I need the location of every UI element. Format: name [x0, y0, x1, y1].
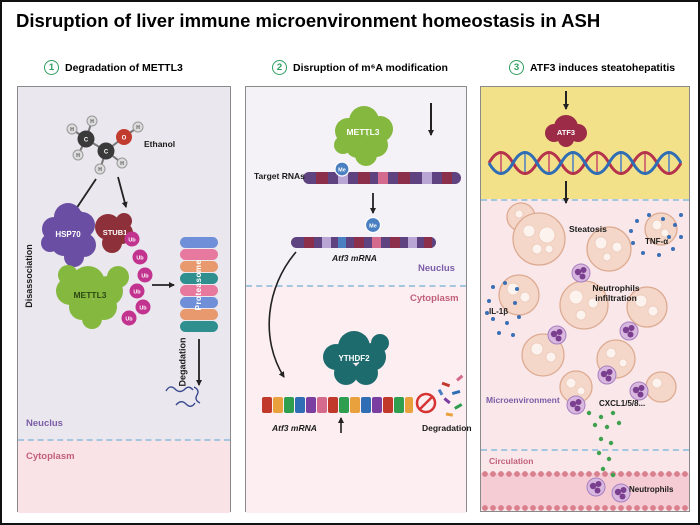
proteasome-icon: Proteasome — [180, 237, 218, 332]
il-1beta-dots — [485, 281, 521, 337]
me-badge: Me — [364, 216, 382, 234]
atom-label-h: H — [90, 119, 94, 125]
il-1beta-label: IL-1β — [489, 307, 509, 316]
vessel-wall-bottom — [481, 505, 689, 511]
ythdf2-protein: YTHDF2 — [323, 331, 389, 385]
cytoplasm-label: Cytoplasm — [26, 451, 75, 462]
atom-label-h: H — [136, 125, 140, 131]
ethanol-molecule-icon: H H H H H H C C O — [66, 115, 144, 175]
lipid-droplets — [506, 209, 670, 396]
me-label: Me — [338, 168, 346, 174]
circulation-label: Circulation — [489, 456, 534, 466]
export-curved-arrow — [268, 251, 297, 378]
ub-badge: Ub — [128, 238, 136, 244]
neutrophils-infiltration-label: Neutrophils infiltration — [576, 283, 656, 303]
atom-label-o: O — [122, 136, 127, 142]
mettl3-label: METTL3 — [346, 127, 379, 137]
ub-badge: Ub — [125, 317, 133, 323]
ub-badge: Ub — [133, 290, 141, 296]
atf3-mrna-bar-nucleus — [291, 237, 436, 248]
ubiquitin-chain: Ub Ub Ub Ub Ub Ub — [121, 231, 153, 326]
carbon-atoms: C C — [77, 130, 115, 160]
steatosis-label: Steatosis — [569, 224, 607, 234]
ub-badge: Ub — [141, 274, 149, 280]
mettl3-protein: METTL3 — [334, 106, 393, 166]
panel2-number-badge: 2 — [272, 60, 287, 75]
hsp70-protein: HSP70 — [41, 203, 96, 267]
panel1-nuclear-membrane — [18, 439, 230, 441]
stub1-protein: STUB1 — [95, 213, 133, 253]
panel3-header: 3 ATF3 induces steatohepatitis — [509, 60, 675, 75]
degradation-label: Degradation — [422, 423, 472, 433]
blood-vessel — [481, 471, 689, 511]
ub-badge: Ub — [139, 306, 147, 312]
cxcl-dots — [586, 410, 622, 478]
disassociation-label: Disassociation — [23, 244, 34, 308]
panel3-nucleus-yellow-region — [481, 87, 689, 199]
me-label: Me — [369, 224, 377, 230]
nucleus-label: Neuclus — [26, 418, 63, 429]
hydrogen-atoms: H H H H H H — [66, 115, 144, 175]
ethanol-label: Ethanol — [144, 139, 176, 149]
panel2-disruption-of-m6a: METTL3 Me Me — [245, 86, 472, 513]
panel3-illustration: ATF3 — [485, 91, 683, 503]
panel3-lower-membrane — [481, 449, 689, 451]
vessel-wall-top — [481, 471, 689, 477]
panel1-heading: Degradation of METTL3 — [65, 61, 183, 74]
panel1-number-badge: 1 — [44, 60, 59, 75]
atom-label-h: H — [120, 161, 124, 167]
dna-helix-icon — [487, 151, 683, 175]
figure-title: Disruption of liver immune microenvironm… — [16, 10, 601, 31]
prohibition-icon — [415, 392, 437, 414]
mettl3-label: METTL3 — [73, 290, 106, 300]
stub1-label: STUB1 — [103, 228, 128, 237]
neutrophils-label: Neutrophils — [629, 485, 674, 494]
panel1-degradation-of-mettl3: H H H H H H C C O — [17, 86, 231, 513]
atf3-label: ATF3 — [557, 128, 575, 137]
oxygen-atom: O — [116, 129, 132, 145]
hsp70-label: HSP70 — [55, 230, 81, 239]
target-rna-bar — [303, 172, 461, 184]
panel2-header: 2 Disruption of m⁶A modification — [272, 60, 448, 75]
tnf-alpha-dots — [629, 213, 683, 257]
microenvironment-label: Microenvironment — [486, 395, 560, 405]
panel1-header: 1 Degradation of METTL3 — [44, 60, 183, 75]
cxcl-label: CXCL1/5/8... — [599, 399, 646, 408]
neutrophils-infiltration-line2: infiltration — [595, 293, 637, 304]
atom-label-c: C — [84, 138, 89, 144]
atom-label-c: C — [104, 150, 109, 156]
proteasome-label: Proteasome — [194, 260, 203, 311]
neutrophils-infiltration-line1: Neutrophils — [592, 283, 640, 293]
atom-label-h: H — [70, 127, 74, 133]
atom-label-h: H — [76, 153, 80, 159]
nucleus-label: Neuclus — [418, 263, 455, 274]
down-arrow — [117, 176, 128, 208]
panel2-illustration: METTL3 Me Me — [262, 103, 464, 433]
atf3-mrna-bar-cytoplasm — [262, 397, 413, 413]
ub-badge: Ub — [136, 256, 144, 262]
panel3-atf3-steatohepatitis: ATF3 — [480, 86, 690, 512]
me-badge: Me — [334, 161, 350, 177]
atf3-protein: ATF3 — [545, 115, 587, 147]
panel3-number-badge: 3 — [509, 60, 524, 75]
circulating-neutrophils — [586, 477, 631, 503]
panel3-heading: ATF3 induces steatohepatitis — [530, 61, 676, 74]
panel1-cytoplasm-region — [18, 440, 230, 513]
ythdf2-label: YTHDF2 — [338, 354, 370, 363]
panel1-illustration: H H H H H H C C O — [41, 115, 218, 407]
cytoplasm-label: Cytoplasm — [410, 293, 459, 304]
panel2-heading: Disruption of m⁶A modification — [293, 61, 448, 74]
tnf-alpha-label: TNF-α — [645, 237, 669, 246]
mettl3-protein: METTL3 — [56, 265, 129, 329]
target-rnas-label: Target RNAs — [254, 171, 305, 181]
panel2-nuclear-membrane — [246, 285, 466, 287]
panel3-upper-membrane — [481, 199, 689, 201]
atf3-mrna-label-cytoplasm: Atf3 mRNA — [272, 423, 317, 433]
atf3-mrna-label-nucleus: Atf3 mRNA — [332, 253, 377, 263]
degraded-peptides-icon — [165, 386, 201, 407]
atom-label-h: H — [98, 167, 102, 173]
degraded-fragments-icon — [437, 374, 464, 417]
degradation-label: Degadation — [177, 337, 188, 387]
